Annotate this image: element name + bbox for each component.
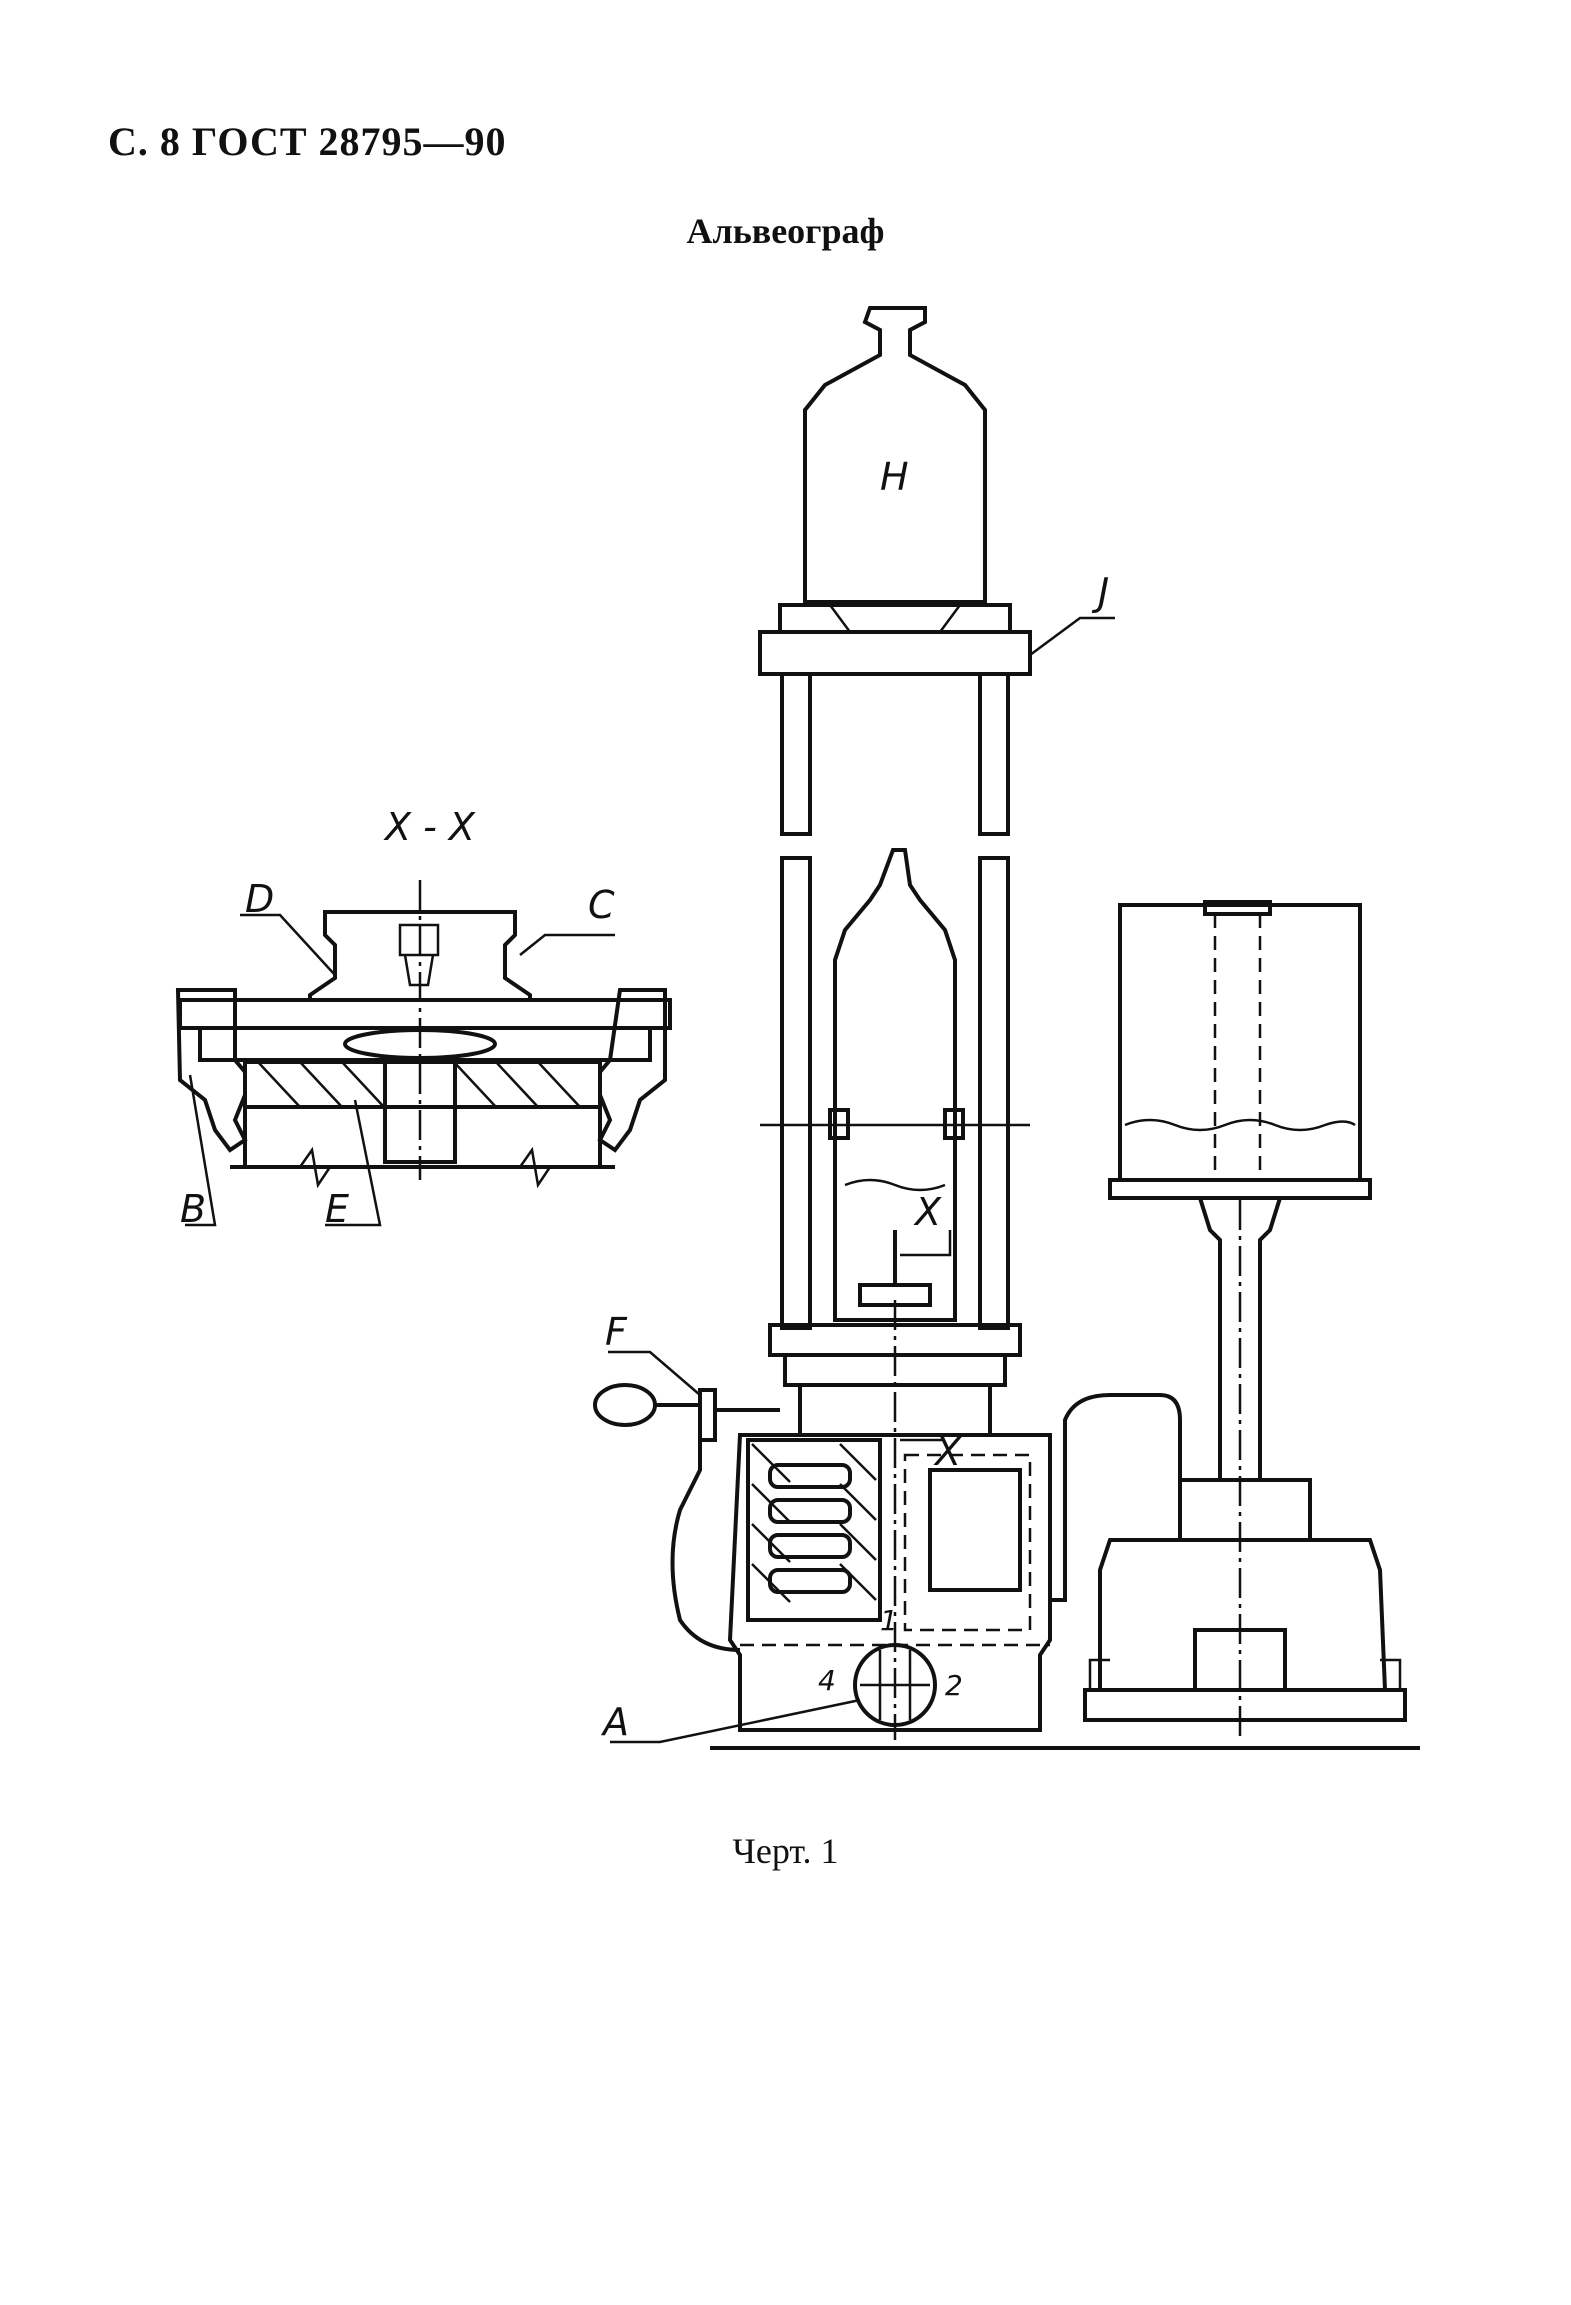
label-d: D [245, 877, 274, 921]
label-f: F [605, 1310, 628, 1354]
label-j: J [1091, 570, 1109, 614]
main-apparatus: H J X [593, 306, 1420, 1750]
figure-title: Альвеограф [686, 211, 885, 251]
label-x-bottom: X [933, 1430, 962, 1474]
page-header: С. 8 ГОСТ 28795—90 [108, 119, 507, 164]
label-b: B [180, 1187, 206, 1231]
label-2: 2 [945, 1669, 963, 1702]
label-e: E [325, 1187, 349, 1231]
label-a: A [600, 1700, 629, 1744]
section-label: X - X [383, 805, 476, 849]
section-view: X - X D C B E [175, 805, 672, 1231]
label-h: H [880, 455, 909, 499]
label-4: 4 [818, 1664, 836, 1697]
label-c: C [588, 883, 615, 927]
label-1: 1 [880, 1604, 898, 1637]
figure-caption: Черт. 1 [732, 1831, 839, 1871]
label-x-top: X [913, 1190, 942, 1234]
